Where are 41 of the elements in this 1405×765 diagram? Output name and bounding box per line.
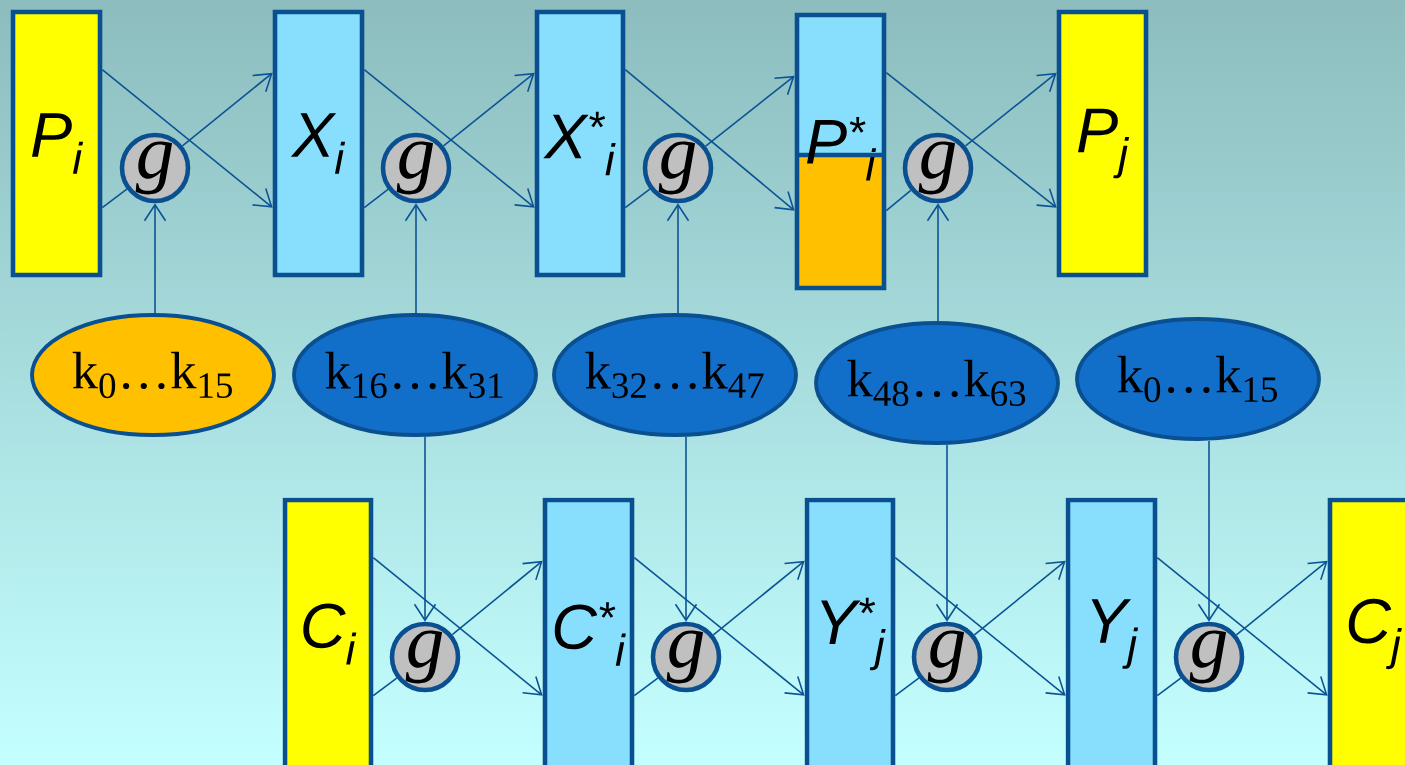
arrow <box>404 203 428 314</box>
block-box: Y$_{j}$ <box>1065 497 1158 765</box>
arrow <box>1235 560 1328 636</box>
block-box: Y$^{*}$j <box>804 497 896 765</box>
arrow <box>624 68 795 211</box>
block-box: C$^{*}$i <box>542 497 635 765</box>
arrow <box>181 72 273 147</box>
arrow <box>885 71 1057 208</box>
connector-line <box>101 188 128 209</box>
connector-line <box>624 188 651 209</box>
arrow <box>1156 556 1328 696</box>
arrow <box>666 203 690 314</box>
connector-line <box>1156 677 1182 697</box>
block-box: X$^{*}$i <box>534 9 626 278</box>
connector-line <box>894 677 920 697</box>
arrow <box>704 75 795 147</box>
arrow <box>712 560 805 636</box>
arrow <box>451 560 543 636</box>
arrow <box>935 444 959 622</box>
connector-line <box>363 188 389 209</box>
arrow <box>894 556 1066 696</box>
block-box: P$_{j}$ <box>1056 9 1149 278</box>
block-box: P$_{i}$ <box>10 9 103 278</box>
connector-line <box>372 677 398 697</box>
connector-line <box>633 677 659 697</box>
arrow <box>973 560 1066 636</box>
arrow <box>413 436 437 622</box>
connector-line <box>885 189 912 212</box>
arrow <box>674 436 698 622</box>
arrow <box>101 68 273 208</box>
arrow <box>372 556 543 696</box>
arrow <box>926 203 950 322</box>
arrow <box>363 68 535 208</box>
arrow <box>442 72 535 147</box>
block-box: X$_{i}$ <box>272 9 365 278</box>
arrow <box>633 556 805 696</box>
block-box: C$_{j}$ <box>1327 497 1405 765</box>
arrow <box>143 203 167 314</box>
block-box: C$_{i}$ <box>282 497 374 765</box>
arrow <box>964 72 1057 147</box>
arrow <box>1197 440 1221 622</box>
